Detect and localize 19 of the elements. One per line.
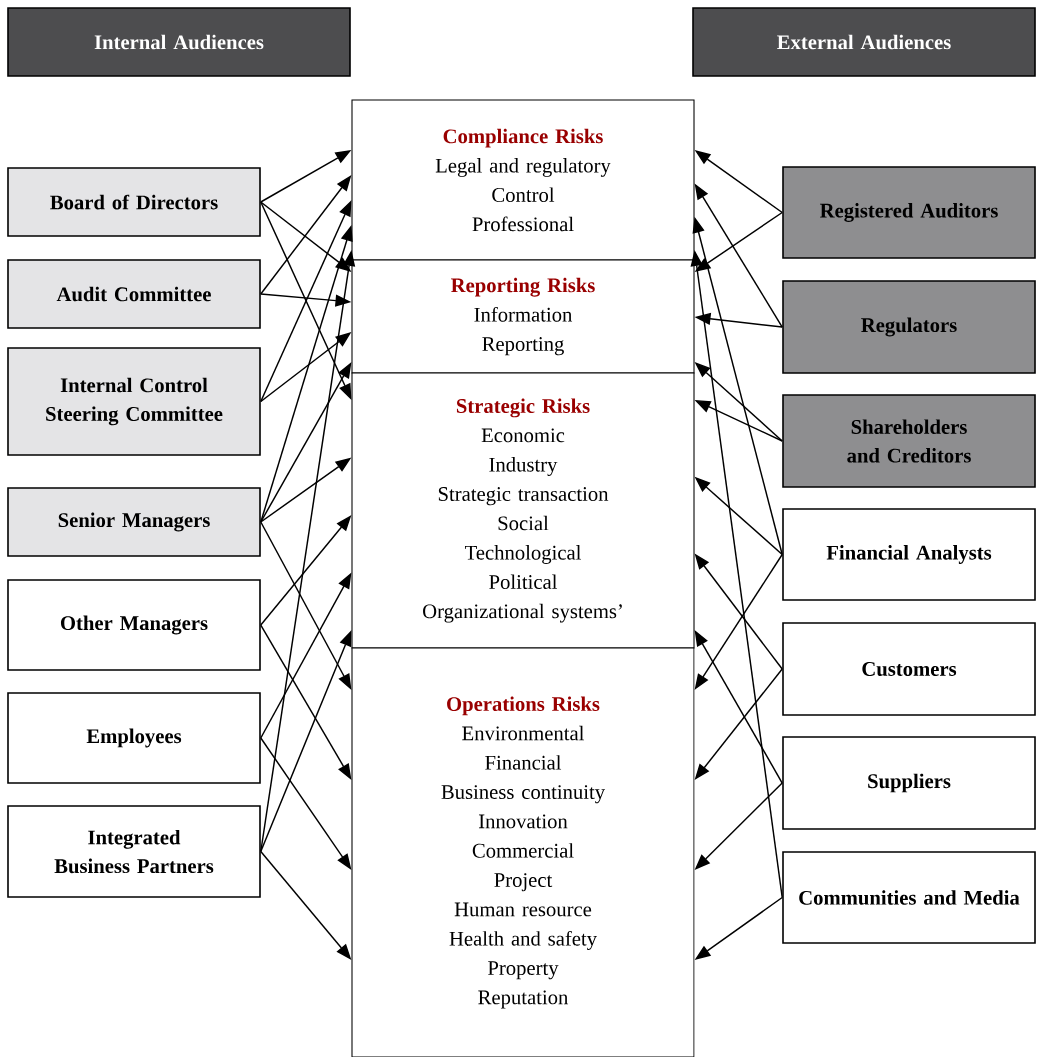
audience-box: Financial Analysts bbox=[782, 508, 1036, 601]
audience-box: Audit Committee bbox=[7, 259, 261, 329]
audience-box: Employees bbox=[7, 692, 261, 784]
audience-box: Other Managers bbox=[7, 579, 261, 671]
audience-box: Board of Directors bbox=[7, 167, 261, 237]
audience-box: Internal Control Steering Committee bbox=[7, 347, 261, 456]
audience-box: Customers bbox=[782, 622, 1036, 716]
audience-box: Shareholders and Creditors bbox=[782, 394, 1036, 488]
audience-box: Suppliers bbox=[782, 736, 1036, 830]
column-header: Internal Audiences bbox=[7, 7, 351, 77]
audience-box: Regulators bbox=[782, 280, 1036, 374]
risk-box: Reporting Risks Information Reporting bbox=[351, 259, 695, 374]
audience-box: Integrated Business Partners bbox=[7, 805, 261, 898]
risk-box: Compliance Risks Legal and regulatory Control Professional bbox=[351, 99, 695, 261]
risk-box: Operations Risks Environmental Financial Business continuity Innovation Commercial Project Human resource Health and safety Property Reputation bbox=[351, 647, 695, 1057]
audience-box: Senior Managers bbox=[7, 487, 261, 557]
audience-box: Communities and Media bbox=[782, 851, 1036, 944]
column-header: External Audiences bbox=[692, 7, 1036, 77]
audience-box: Registered Auditors bbox=[782, 166, 1036, 259]
